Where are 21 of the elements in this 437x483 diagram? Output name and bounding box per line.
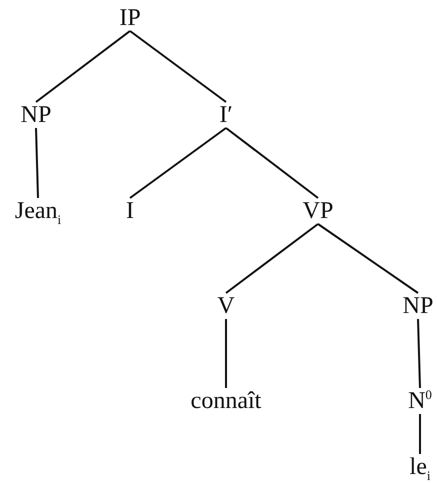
tree-branch [417,318,421,388]
tree-branch [225,127,319,199]
tree-branch [317,223,419,294]
tree-node-label: I [125,199,135,223]
tree-branch [129,127,227,199]
tree-node-label: N$^{0}$ [407,389,433,413]
tree-branch [35,128,39,198]
tree-node-label: Jean$_{i}$ [14,199,62,223]
tree-node-label: NP [20,103,52,127]
tree-branch [129,30,227,103]
tree-branch [419,414,421,454]
tree-node-label: IP [118,6,142,30]
tree-node-label: NP [402,294,434,318]
tree-branch [225,223,319,294]
tree-branch [225,319,227,388]
tree-node-label: V [216,294,236,318]
tree-node-label: connaît [190,389,262,413]
tree-node-label: VP [302,199,334,223]
tree-node-label: I′ [218,103,234,127]
tree-node-label: le$_{i}$ [408,455,432,479]
tree-branch [35,30,131,103]
